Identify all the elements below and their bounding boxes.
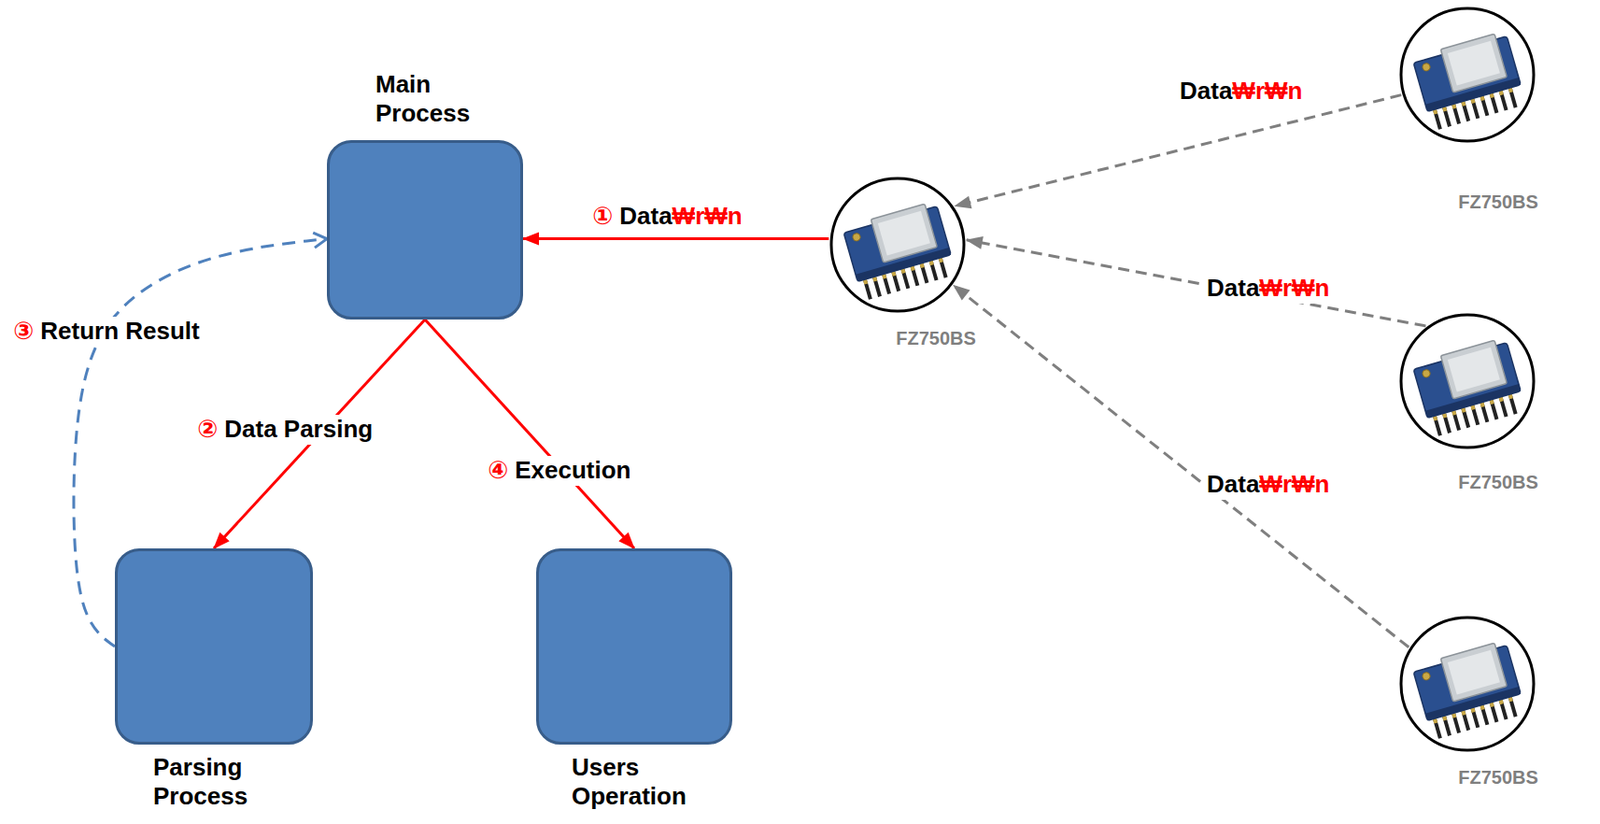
module-name: FZ750BS	[1458, 190, 1539, 213]
edge-label: ② Data Parsing	[194, 414, 376, 444]
edge-label: ① Data₩r₩n	[589, 201, 746, 231]
antenna-pad	[1421, 62, 1431, 72]
shield-top	[1447, 347, 1501, 393]
connector-arrow	[966, 240, 1427, 326]
edge-label: Data₩r₩n	[1203, 469, 1332, 499]
shield-top	[1447, 41, 1501, 86]
shield-can	[1440, 642, 1507, 702]
antenna-pad	[1421, 671, 1431, 681]
process-box: Main Process	[326, 140, 524, 320]
text-run: ②	[197, 414, 218, 443]
module-name: FZ750BS	[895, 326, 977, 350]
text-run: ①	[592, 201, 613, 230]
module-circle	[831, 178, 964, 312]
connector-arrow	[424, 319, 635, 549]
text-run: ③	[13, 316, 34, 345]
text-run: Data Parsing	[217, 414, 373, 443]
antenna-pad	[1421, 368, 1431, 379]
text-run: Data	[1179, 76, 1232, 105]
module-outline	[828, 175, 967, 314]
text-run: Execution	[508, 455, 631, 484]
text-run: ₩r₩n	[1259, 273, 1330, 302]
module-outline	[1398, 311, 1537, 451]
antenna-pad	[851, 232, 862, 242]
connector-arrow	[954, 95, 1402, 207]
edge-label: Data₩r₩n	[1176, 76, 1305, 106]
module-circle	[1401, 314, 1534, 448]
module-circle	[1401, 617, 1534, 751]
process-box: Parsing Process	[114, 548, 313, 745]
shield-top	[1447, 650, 1501, 695]
module-outline	[1398, 5, 1537, 144]
module-name: FZ750BS	[1458, 765, 1539, 789]
edge-label: ③ Return Result	[10, 316, 203, 346]
connector-arrow	[523, 237, 829, 241]
shield-can	[1440, 33, 1507, 93]
radio-module: FZ750BS	[1398, 5, 1537, 144]
text-run: ₩r₩n	[1231, 76, 1303, 105]
shield-can	[1440, 339, 1507, 399]
connector-arrow	[213, 319, 425, 549]
shield-can	[870, 203, 937, 263]
edge-label: Data₩r₩n	[1203, 273, 1332, 303]
process-label: Users Operation	[571, 752, 712, 811]
module-name: FZ750BS	[1458, 470, 1539, 494]
radio-module: FZ750BS	[828, 175, 967, 314]
radio-module: FZ750BS	[1398, 311, 1537, 451]
module-picture	[1412, 30, 1528, 131]
process-label: Main Process	[375, 70, 516, 128]
process-box: Users Operation	[536, 548, 733, 745]
module-picture	[842, 200, 958, 301]
text-run: Data	[1206, 469, 1260, 498]
text-run: ₩r₩n	[672, 201, 743, 230]
text-run: Data	[1206, 273, 1260, 302]
text-run: ④	[487, 455, 509, 484]
module-outline	[1398, 614, 1537, 753]
process-label: Parsing Process	[153, 752, 294, 811]
module-picture	[1412, 337, 1528, 438]
radio-module: FZ750BS	[1398, 614, 1537, 753]
text-run: Return Result	[33, 316, 200, 345]
edge-label: ④ Execution	[484, 455, 635, 485]
shield-top	[877, 211, 931, 256]
text-run: Data	[612, 201, 673, 230]
text-run: ₩r₩n	[1259, 469, 1330, 498]
module-picture	[1412, 639, 1528, 740]
connector-arrow	[953, 284, 1409, 647]
module-circle	[1401, 8, 1534, 142]
